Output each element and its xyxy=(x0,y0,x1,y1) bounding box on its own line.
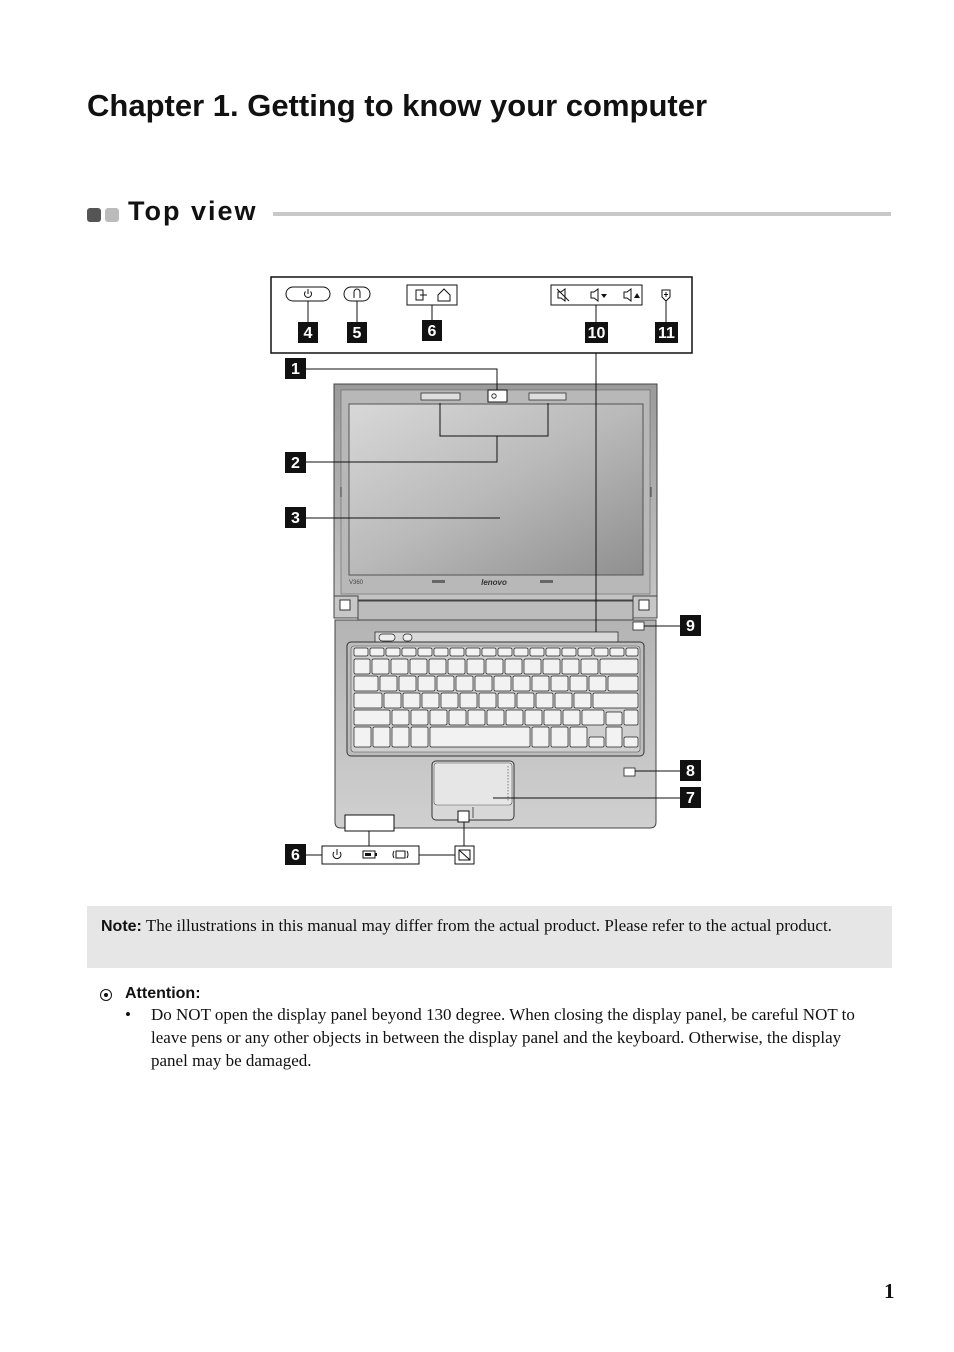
svg-text:10: 10 xyxy=(588,325,606,342)
svg-text:6: 6 xyxy=(428,323,437,340)
attention-icon xyxy=(100,989,112,1001)
svg-text:3: 3 xyxy=(291,510,300,527)
attention-label: Attention: xyxy=(125,985,201,1002)
callout-11: 11 xyxy=(655,322,678,343)
chapter-title: Chapter 1. Getting to know your computer xyxy=(87,88,708,123)
svg-text:7: 7 xyxy=(686,790,695,807)
home-icon xyxy=(437,288,451,302)
callout-3: 3 xyxy=(285,507,306,528)
brand-logo: lenovo xyxy=(481,578,507,587)
svg-text:9: 9 xyxy=(686,618,695,635)
callout-1: 1 xyxy=(285,358,306,379)
volume-down-icon xyxy=(590,288,607,302)
attention-item-text: Do NOT open the display panel beyond 130… xyxy=(151,1005,855,1070)
callout-8: 8 xyxy=(680,760,701,781)
section-bullet-light xyxy=(105,208,119,222)
mute-icon xyxy=(556,288,570,302)
attention-item: • Do NOT open the display panel beyond 13… xyxy=(125,1003,871,1072)
svg-text:8: 8 xyxy=(686,763,695,780)
section-rule xyxy=(273,212,891,216)
section-header: Top view xyxy=(87,196,891,232)
callout-2: 2 xyxy=(285,452,306,473)
volume-up-icon xyxy=(623,288,640,302)
callout-6-bottom: 6 xyxy=(285,844,306,865)
callout-10: 10 xyxy=(585,322,608,343)
svg-text:2: 2 xyxy=(291,455,300,472)
power-button-icon xyxy=(285,286,331,302)
laptop-lid: V360 lenovo xyxy=(333,383,658,601)
note-text: Note: The illustrations in this manual m… xyxy=(101,914,922,938)
note-body: The illustrations in this manual may dif… xyxy=(145,916,832,935)
power-status-icon xyxy=(332,849,342,860)
svg-text:4: 4 xyxy=(304,325,313,342)
svg-text:5: 5 xyxy=(353,325,362,342)
section-bullet-dark xyxy=(87,208,101,222)
wireless-status-icon xyxy=(392,850,409,859)
onekey-rescue-icon xyxy=(343,286,371,302)
wireless-switch-icon xyxy=(661,289,671,302)
model-label: V360 xyxy=(349,580,364,586)
callout-4: 4 xyxy=(298,322,318,343)
callout-7: 7 xyxy=(680,787,701,808)
attention-list: • Do NOT open the display panel beyond 13… xyxy=(125,1003,871,1072)
section-title: Top view xyxy=(128,196,258,226)
bullet-glyph: • xyxy=(125,1005,131,1024)
battery-status-icon xyxy=(362,850,377,859)
input-output-icon xyxy=(415,289,427,301)
callout-leaders xyxy=(305,353,680,856)
callout-6-top: 6 xyxy=(422,320,442,341)
laptop-top-view-figure: 4 5 6 10 11 V360 lenovo xyxy=(270,276,701,865)
page-number: 1 xyxy=(884,1279,895,1303)
keyboard-keys xyxy=(353,647,639,748)
touchpad-toggle-panel xyxy=(454,845,475,865)
svg-text:6: 6 xyxy=(291,847,300,864)
svg-text:1: 1 xyxy=(291,361,300,378)
note-label: Note: xyxy=(101,918,142,935)
laptop-base xyxy=(334,619,657,832)
note-box: Note: The illustrations in this manual m… xyxy=(87,906,892,968)
svg-text:11: 11 xyxy=(658,325,675,342)
bottom-status-panel xyxy=(321,845,420,865)
touchpad-toggle-icon xyxy=(458,849,471,861)
top-detail-panel: 4 5 6 10 11 xyxy=(270,276,693,354)
callout-5: 5 xyxy=(347,322,367,343)
callout-9: 9 xyxy=(680,615,701,636)
